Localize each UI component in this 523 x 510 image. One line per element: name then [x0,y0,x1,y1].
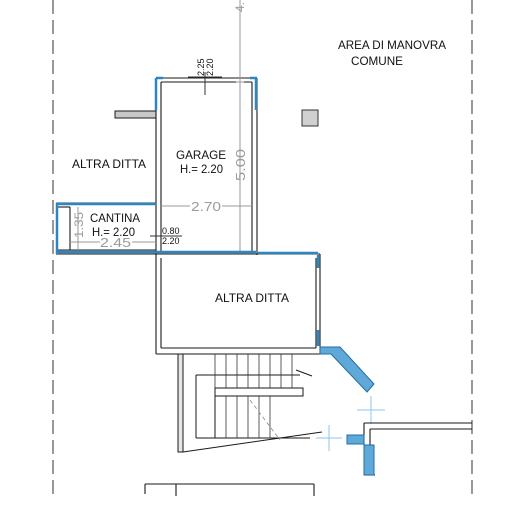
dim-door-width-top: 2.25 [196,58,206,76]
lower-right-door [346,434,365,445]
diagonal-wall [319,346,375,393]
dim-cellar-depth: 1.35 [72,212,86,238]
cellar-openings [55,202,318,255]
other-company-center-label: ALTRA DITTA [215,291,289,305]
pillar [301,109,319,127]
cellar-label: CANTINA [90,211,140,225]
stair-outer-wall [182,369,323,453]
property-boundaries [52,0,473,498]
other-company-room-walls [155,254,322,355]
staircase [177,353,310,453]
dim-door-height-top: 2.20 [205,58,215,76]
dimension-line-5m [236,0,244,252]
dim-garage-width: 2.70 [191,199,221,214]
garage-door-opening [154,76,258,110]
garage-height-label: H.= 2.20 [180,162,223,176]
other-company-left-label: ALTRA DITTA [72,157,146,171]
lower-right-window [363,444,375,476]
dim-door-width-cellar: 0.80 [162,226,180,236]
common-area-label-line2: COMUNE [351,54,403,68]
crosshair-markers [316,396,385,451]
common-area-label-line1: AREA DI MANOVRA [338,38,446,52]
cellar-height-label: H.= 2.20 [92,225,135,239]
cellar-dim-lines [70,207,156,250]
stair-treads-lower [225,396,271,438]
dim-cellar-width: 2.45 [100,235,131,250]
dim-top-partial: 4. [233,2,247,12]
stair-treads-upper [214,354,293,388]
dim-garage-length: 5.00 [233,149,248,181]
lower-right-building [363,422,472,476]
garage-label: GARAGE [176,148,226,162]
stair-break-line [249,399,281,441]
wall-stub-left [114,110,157,119]
dim-door-height-cellar: 2.20 [162,236,180,246]
bottom-walls [144,483,315,496]
